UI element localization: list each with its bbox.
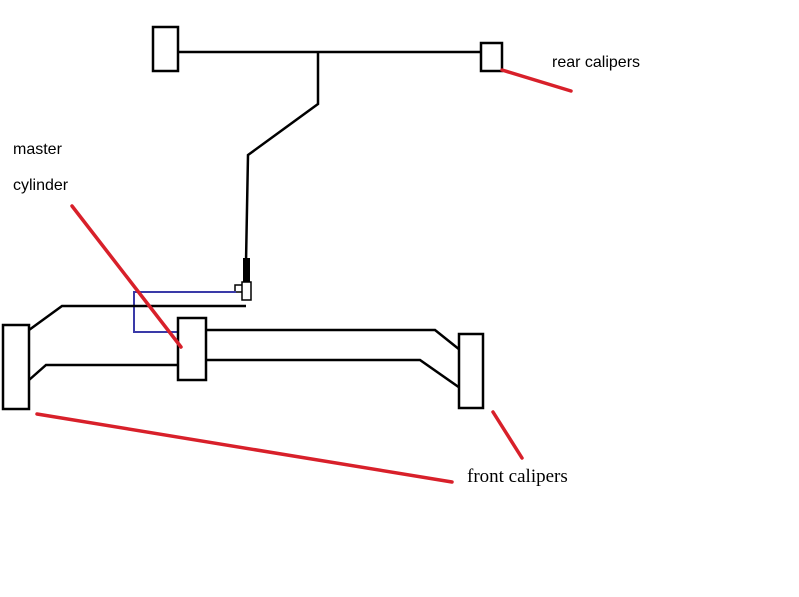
front-left-upper-line (28, 304, 246, 332)
rear-axle (151, 25, 504, 73)
rear-brake-line-path (244, 52, 320, 263)
front-center-block (176, 316, 208, 382)
front-left-pointer (35, 412, 454, 484)
front-right-lower-line (206, 358, 461, 390)
master-cylinder-label-line-2: cylinder (13, 177, 69, 194)
master-cylinder-pointer (70, 204, 183, 349)
front-left-lower-line (28, 363, 178, 381)
master-cylinder-outlet (241, 281, 252, 301)
master-cylinder-label-line-1: master (13, 141, 62, 158)
front-caliper-left (1, 323, 31, 411)
rear-caliper-right (479, 41, 504, 73)
rear-caliper-left (151, 25, 180, 73)
front-axle (1, 304, 485, 411)
front-calipers-label: front calipers (467, 466, 568, 487)
master-cylinder (234, 258, 252, 301)
rear-calipers-label: rear calipers (552, 54, 641, 71)
front-caliper-right (457, 332, 485, 410)
pointer-lines (35, 68, 573, 484)
front-right-pointer (491, 410, 524, 460)
rear-brake-line (244, 52, 320, 263)
blue-brake-line (133, 291, 236, 333)
blue-brake-line-path (133, 291, 236, 333)
rear-calipers-pointer (500, 68, 573, 93)
front-right-upper-line (206, 328, 461, 351)
master-cylinder-body (243, 258, 250, 284)
